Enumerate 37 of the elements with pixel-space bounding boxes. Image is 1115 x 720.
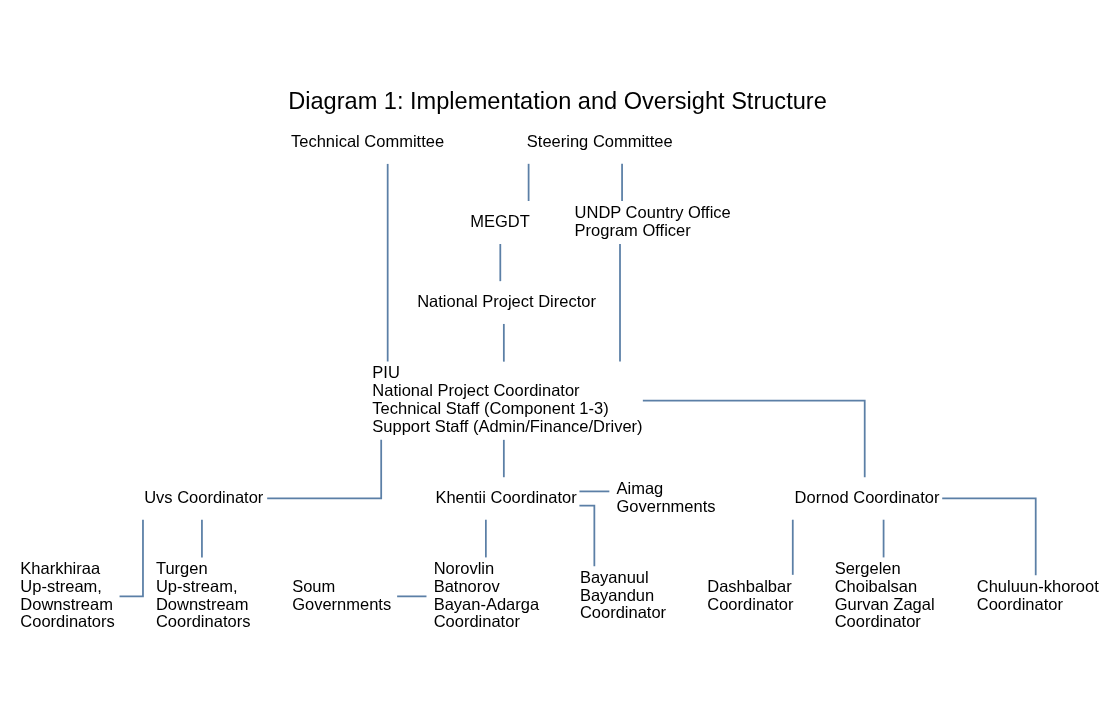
connector [499,242,502,282]
node-text: Bayanuul Bayandun Coordinator [579,567,667,621]
connector [621,162,623,202]
node-text: UNDP Country Office Program Officer [574,202,731,239]
connector [578,490,611,492]
connector [118,518,144,597]
node-text: Aimag Governments [616,478,716,515]
connector [527,162,530,202]
connector [266,438,383,499]
node-text: Soum Governments [292,576,392,613]
node-text: National Project Director [417,291,596,310]
connector [619,242,621,362]
connector [641,399,866,478]
connector [484,518,487,558]
node-text: Dashbalbar Coordinator [707,576,794,613]
connector [201,518,203,558]
node-text: Uvs Coordinator [144,487,264,506]
node-text: Norovlin Batnorov Bayan-Adarga Coordinator [433,558,540,630]
node-text: Turgen Up-stream, Downstream Coordinators [155,558,251,630]
node-text: Technical Committee [290,131,445,150]
connector [502,438,505,478]
node-text: Kharkhiraa Up-stream, Downstream Coordinators [20,558,115,630]
node-text: MEGDT [470,211,530,230]
node-text: Dornod Coordinator [794,487,940,506]
node-text: Chuluun-khoroot Coordinator [976,576,1099,613]
node-text: PIU National Project Coordinator Technical Staff (Component 1-3) Support Staff (Admin/Finance/Driver) [372,362,643,434]
node-text: Steering Committee [526,131,673,150]
connector [882,518,885,558]
connector [502,322,505,363]
connector [791,518,794,576]
connector [578,504,596,567]
connector [941,497,1037,576]
diagram-title: Diagram 1: Implementation and Oversight Structure [288,87,827,114]
connector [396,594,428,597]
node-text: Sergelen Choibalsan Gurvan Zagal Coordinator [834,558,935,630]
node-text: Khentii Coordinator [435,487,577,506]
connector [386,162,389,362]
